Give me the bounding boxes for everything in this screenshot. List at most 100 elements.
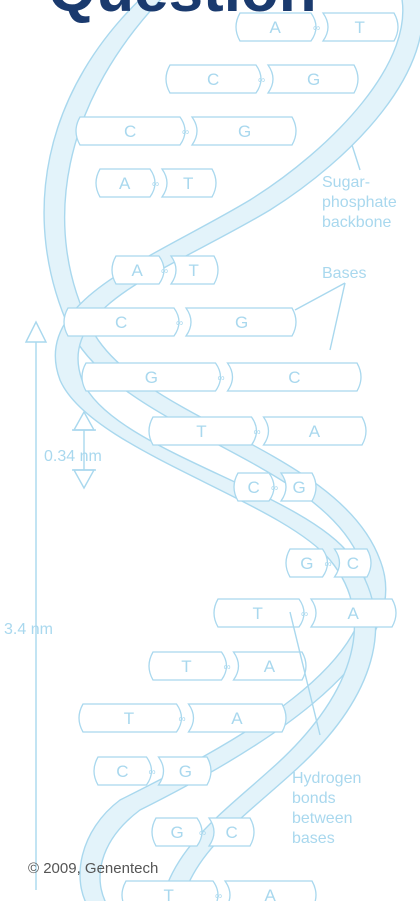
base-pair: ∞ T A <box>121 880 317 901</box>
base-left-letter: T <box>196 422 206 441</box>
base-left-shape <box>75 116 186 146</box>
base-pair: ∞ T A <box>148 651 307 681</box>
label-sugar-1: Sugar- <box>322 174 370 191</box>
scale-markers <box>24 144 361 890</box>
base-pair: ∞ C G <box>63 307 297 337</box>
base-right-shape <box>190 116 297 146</box>
base-left-shape <box>121 880 219 901</box>
base-left-shape <box>213 598 305 628</box>
base-right-letter: A <box>309 422 321 441</box>
base-left-letter: A <box>119 174 131 193</box>
base-right-shape <box>187 703 287 733</box>
base-right-shape <box>207 817 255 847</box>
base-left-shape <box>151 817 203 847</box>
base-right-shape <box>262 416 367 446</box>
hydrogen-bond-mark: ∞ <box>218 373 225 384</box>
base-right-letter: T <box>355 18 365 37</box>
base-left-letter: T <box>181 657 191 676</box>
base-pair: ∞ T A <box>213 598 397 628</box>
base-right-letter: A <box>348 604 360 623</box>
base-right-letter: C <box>347 554 359 573</box>
base-left-letter: T <box>253 604 263 623</box>
base-left-letter: C <box>116 762 128 781</box>
copyright-footer: © 2009, Genentech <box>28 860 159 877</box>
base-pair: ∞ C G <box>233 472 317 502</box>
base-pair: ∞ G C <box>81 362 362 392</box>
base-left-letter: C <box>248 478 260 497</box>
base-right-letter: G <box>235 313 248 332</box>
base-right-letter: A <box>265 886 277 901</box>
label-hbond-2: bonds <box>292 790 336 807</box>
base-right-shape <box>266 64 359 94</box>
label-hbond-1: Hydrogen <box>292 770 361 787</box>
base-right-letter: G <box>307 70 320 89</box>
base-right-letter: C <box>288 368 300 387</box>
base-left-letter: A <box>270 18 282 37</box>
base-left-shape <box>93 756 153 786</box>
base-right-shape <box>157 756 212 786</box>
hydrogen-bond-mark: ∞ <box>161 266 168 277</box>
base-left-shape <box>148 651 228 681</box>
base-right-shape <box>309 598 397 628</box>
hydrogen-bond-mark: ∞ <box>179 714 186 725</box>
base-left-letter: C <box>115 313 127 332</box>
label-3-4-nm: 3.4 nm <box>4 621 53 638</box>
label-hbond-3: between <box>292 810 353 827</box>
base-left-letter: G <box>300 554 313 573</box>
hydrogen-bond-mark: ∞ <box>224 662 231 673</box>
base-right-shape <box>184 307 297 337</box>
label-sugar-2: phosphate <box>322 194 397 211</box>
hydrogen-bond-mark: ∞ <box>152 179 159 190</box>
label-bases: Bases <box>322 265 366 282</box>
base-pair: ∞ A T <box>235 12 399 42</box>
hydrogen-bond-mark: ∞ <box>215 891 222 901</box>
base-left-shape <box>285 548 329 578</box>
base-right-letter: T <box>183 174 193 193</box>
base-right-letter: T <box>189 261 199 280</box>
label-sugar-3: backbone <box>322 214 391 231</box>
base-left-shape <box>78 703 183 733</box>
base-right-shape <box>232 651 307 681</box>
base-right-shape <box>223 880 317 901</box>
hydrogen-bond-mark: ∞ <box>182 127 189 138</box>
hydrogen-bond-mark: ∞ <box>149 767 156 778</box>
label-hbond-4: bases <box>292 830 335 847</box>
base-right-letter: G <box>293 478 306 497</box>
base-pair: ∞ G C <box>285 548 372 578</box>
base-right-shape <box>279 472 317 502</box>
base-left-shape <box>233 472 275 502</box>
base-right-shape <box>226 362 362 392</box>
hydrogen-bond-mark: ∞ <box>301 609 308 620</box>
base-left-letter: G <box>171 823 184 842</box>
hydrogen-bond-mark: ∞ <box>313 23 320 34</box>
base-left-shape <box>165 64 262 94</box>
base-left-letter: T <box>164 886 174 901</box>
base-left-shape <box>95 168 156 198</box>
base-right-shape <box>160 168 217 198</box>
base-left-letter: C <box>207 70 219 89</box>
base-left-letter: C <box>124 122 136 141</box>
base-right-letter: G <box>179 762 192 781</box>
hydrogen-bond-mark: ∞ <box>271 483 278 494</box>
hydrogen-bond-mark: ∞ <box>325 559 332 570</box>
base-pair: ∞ C G <box>75 116 297 146</box>
base-right-letter: A <box>231 709 243 728</box>
base-left-letter: A <box>132 261 144 280</box>
hydrogen-bond-mark: ∞ <box>176 318 183 329</box>
base-right-letter: A <box>264 657 276 676</box>
hydrogen-bond-mark: ∞ <box>199 828 206 839</box>
base-right-letter: G <box>238 122 251 141</box>
backbone-strand-2 <box>54 0 420 901</box>
base-left-letter: G <box>145 368 158 387</box>
diagram-labels: Sugar- phosphate backbone Bases 0.34 nm … <box>4 174 397 847</box>
hydrogen-bond-mark: ∞ <box>258 75 265 86</box>
base-pair: ∞ A T <box>111 255 219 285</box>
base-left-shape <box>235 12 317 42</box>
base-left-shape <box>111 255 165 285</box>
